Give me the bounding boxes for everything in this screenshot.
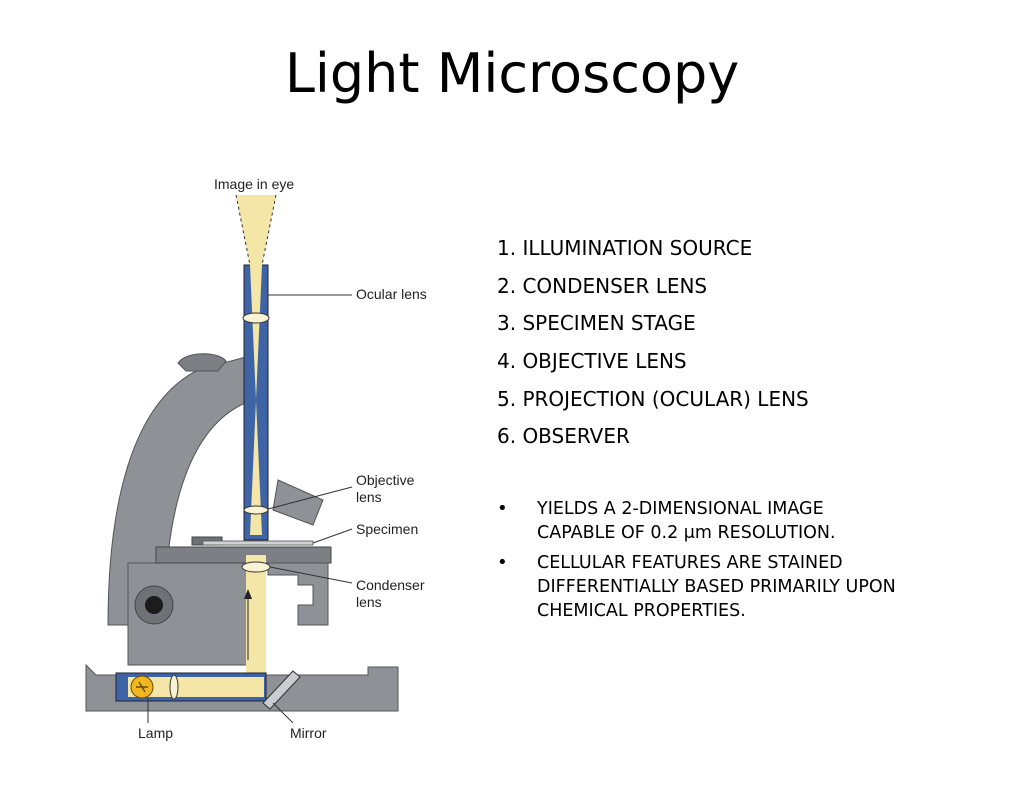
label-mirror: Mirror [290, 725, 327, 741]
bullet-line: DIFFERENTIALLY BASED PRIMARILY UPON [537, 577, 896, 597]
microscope-diagram: Image in eye Ocular lens Objective lens … [68, 155, 446, 747]
step-item: 1. ILLUMINATION SOURCE [497, 236, 753, 260]
bullet-line: CHEMICAL PROPERTIES. [537, 601, 746, 621]
objective-housing [272, 479, 324, 526]
microscope-illustration: Image in eye Ocular lens Objective lens … [85, 176, 427, 741]
steps-list: 1. ILLUMINATION SOURCE 2. CONDENSER LENS… [497, 233, 967, 459]
label-lamp: Lamp [138, 725, 173, 741]
bullet-line: CELLULAR FEATURES ARE STAINED [537, 553, 843, 573]
step-item: 5. PROJECTION (OCULAR) LENS [497, 386, 809, 411]
bullet-line: YIELDS A 2-DIMENSIONAL IMAGE [537, 499, 824, 519]
step-item: 4. OBJECTIVE LENS [497, 349, 687, 374]
light-path-tube [250, 265, 262, 535]
label-specimen: Specimen [356, 521, 418, 537]
step-item: 6. OBSERVER [497, 424, 630, 449]
light-path-lamp [128, 677, 264, 697]
microscope-arm [107, 354, 254, 626]
bullet-item: • YIELDS A 2-DIMENSIONAL IMAGE CAPABLE O… [497, 497, 977, 545]
mirror [262, 670, 301, 710]
step-item: 2. CONDENSER LENS [497, 273, 708, 298]
ocular-lens [242, 312, 270, 324]
bullet-line: CAPABLE OF 0.2 μm RESOLUTION. [537, 523, 836, 543]
bullet-item: • CELLULAR FEATURES ARE STAINED DIFFEREN… [497, 551, 977, 623]
label-objective-lens-2: lens [356, 489, 382, 505]
label-image-in-eye: Image in eye [214, 176, 294, 192]
label-objective-lens-1: Objective [356, 472, 415, 488]
label-ocular-lens: Ocular lens [356, 286, 427, 302]
specimen-slide [202, 540, 314, 546]
condenser-holder [267, 562, 329, 626]
label-condenser-lens-2: lens [356, 594, 382, 610]
bullet-dot: • [497, 552, 508, 573]
condenser-lens [241, 561, 271, 573]
arm-top-knob [177, 353, 227, 372]
light-path-eye [236, 195, 276, 265]
bullet-dot: • [497, 498, 508, 519]
objective-lens [243, 505, 269, 515]
slide-title: Light Microscopy [284, 42, 740, 105]
step-item: 3. SPECIMEN STAGE [497, 311, 696, 336]
bullet-list: • YIELDS A 2-DIMENSIONAL IMAGE CAPABLE O… [497, 497, 977, 629]
light-path-condenser [246, 555, 266, 690]
specimen-stage [155, 546, 332, 564]
label-condenser-lens-1: Condenser [356, 577, 425, 593]
